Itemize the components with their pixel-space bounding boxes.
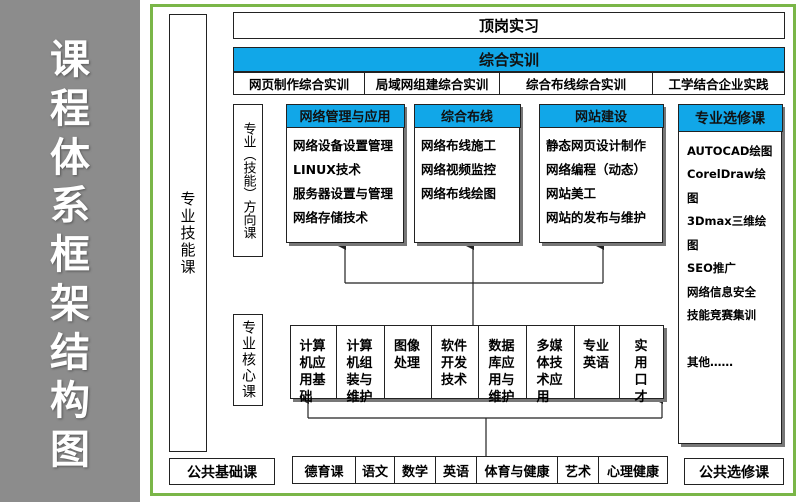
direction-box: 网站建设 静态网页设计制作 网络编程（动态） 网站美工 网站的发布与维护 <box>538 103 664 243</box>
direction-title: 网络管理与应用 <box>285 103 405 128</box>
list-item: 局域网组建综合实训 <box>365 73 500 94</box>
basic-course: 语文 <box>356 457 395 483</box>
list-item: 工学结合企业实践 <box>668 77 769 92</box>
list-item: 综合布线综合实训 <box>500 73 653 94</box>
direction-title: 网站建设 <box>538 103 664 128</box>
core-course: 计算机应用基础 <box>291 326 337 405</box>
core-course: 计算机组装与维护 <box>337 326 385 405</box>
left-panel <box>0 0 140 502</box>
public-basic-label: 公共基础课 <box>169 458 275 485</box>
course-list: 静态网页设计制作 网络编程（动态） 网站美工 网站的发布与维护 <box>540 128 662 230</box>
title-char: 框 <box>50 232 90 278</box>
direction-box: 综合布线 网络布线施工 网络视频监控 网络布线绘图 <box>413 103 521 243</box>
direction-title: 综合布线 <box>413 103 521 128</box>
list-item: 网络设备设置管理 <box>293 137 394 153</box>
list-item: 网站的发布与维护 <box>546 209 647 225</box>
direction-label: 专业（技能）方向课 <box>233 104 263 257</box>
basic-course: 德育课 <box>293 457 356 483</box>
core-course: 实用口才 <box>634 339 648 405</box>
page-title: 课 程 体 系 框 架 结 构 图 <box>0 40 140 470</box>
list-item: LINUX技术 <box>293 161 361 177</box>
professional-skills-label: 专业技能课 <box>169 14 207 452</box>
title-char: 课 <box>50 37 90 83</box>
course-list: 网络布线施工 网络视频监控 网络布线绘图 <box>415 128 519 206</box>
list-item: CorelDraw绘图 <box>687 167 766 205</box>
title-char: 程 <box>50 85 90 132</box>
basic-course: 英语 <box>436 457 477 483</box>
title-char: 构 <box>50 378 90 425</box>
list-item: 网络布线绘图 <box>421 185 497 201</box>
list-item: 其他…… <box>687 355 733 369</box>
basic-course: 数学 <box>395 457 436 483</box>
electives-box: 专业选修课 AUTOCAD绘图 CorelDraw绘图 3Dmax三维绘图 SE… <box>677 103 783 444</box>
core-label: 专业核心课 <box>233 314 263 406</box>
electives-title: 专业选修课 <box>677 103 783 132</box>
list-item: 网络信息安全 <box>687 284 756 299</box>
basic-course: 心理健康 <box>606 464 659 480</box>
title-char: 系 <box>50 183 90 230</box>
public-elective-label: 公共选修课 <box>684 458 784 485</box>
list-item: 服务器设置与管理 <box>293 185 394 201</box>
core-courses: 计算机应用基础 计算机组装与维护 图像处理 软件开发技术 数据库应用与维护 多媒… <box>290 325 664 405</box>
core-course: 多媒体技术应用 <box>527 326 575 405</box>
title-char: 体 <box>50 134 90 181</box>
comprehensive-items: 网页制作综合实训 局域网组建综合实训 综合布线综合实训 工学结合企业实践 <box>233 72 785 95</box>
title-char: 图 <box>50 427 90 473</box>
comprehensive-title: 综合实训 <box>233 47 785 72</box>
elective-list: AUTOCAD绘图 CorelDraw绘图 3Dmax三维绘图 SEO推广 网络… <box>679 132 781 375</box>
basic-course: 体育与健康 <box>477 457 558 483</box>
list-item: 静态网页设计制作 <box>546 137 647 153</box>
basic-courses: 德育课 语文 数学 英语 体育与健康 艺术 心理健康 <box>292 456 668 484</box>
list-item: 网络布线施工 <box>421 137 497 153</box>
core-course: 图像处理 <box>385 326 432 398</box>
core-course: 软件开发技术 <box>432 326 479 398</box>
list-item: 3Dmax三维绘图 <box>687 214 767 252</box>
list-item: AUTOCAD绘图 <box>687 143 773 158</box>
basic-course: 艺术 <box>558 457 599 483</box>
direction-box: 网络管理与应用 网络设备设置管理 LINUX技术 服务器设置与管理 网络存储技术 <box>285 103 405 243</box>
internship-box: 顶岗实习 <box>233 12 785 39</box>
list-item: 网络编程（动态） <box>546 161 647 177</box>
list-item: 网页制作综合实训 <box>234 73 365 94</box>
title-char: 架 <box>50 280 90 327</box>
list-item: SEO推广 <box>687 261 736 275</box>
list-item: 网络存储技术 <box>293 209 369 225</box>
course-list: 网络设备设置管理 LINUX技术 服务器设置与管理 网络存储技术 <box>287 128 403 230</box>
list-item: 技能竞赛集训 <box>687 308 756 322</box>
list-item: 网络视频监控 <box>421 161 497 177</box>
title-char: 结 <box>50 329 90 376</box>
list-item <box>687 328 773 352</box>
list-item: 网站美工 <box>546 185 597 201</box>
core-course: 数据库应用与维护 <box>479 326 527 405</box>
core-course: 专业英语 <box>575 326 620 398</box>
